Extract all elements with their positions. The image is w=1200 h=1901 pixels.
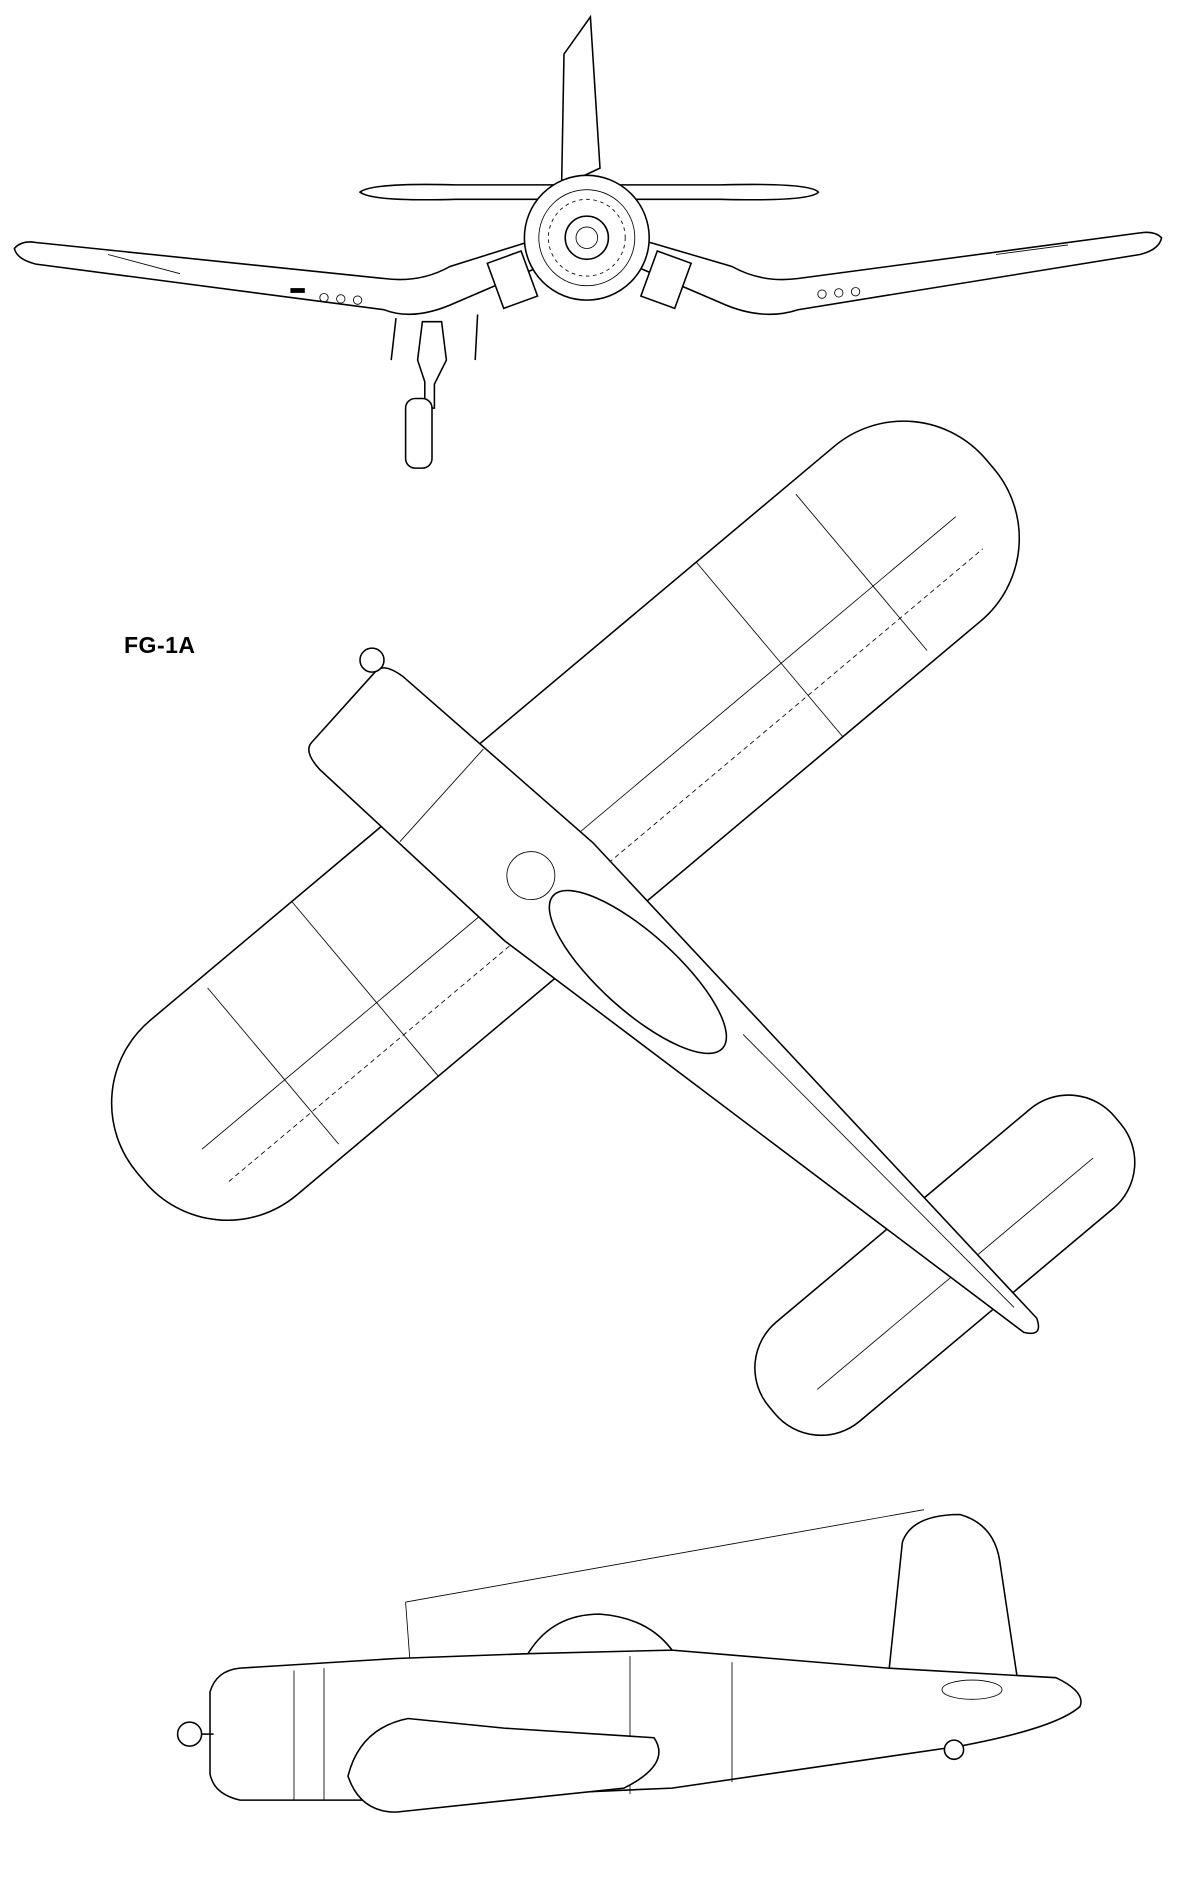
side-wing — [347, 1717, 660, 1813]
front-left-wing — [13, 239, 541, 316]
front-view — [13, 14, 1163, 469]
aircraft-designation-label: FG-1A — [124, 632, 196, 658]
side-propeller-hub — [176, 1721, 203, 1747]
front-fin — [560, 14, 601, 188]
side-canopy — [526, 1613, 674, 1655]
top-canopy — [548, 889, 728, 1055]
front-landing-gear — [416, 320, 448, 409]
side-view — [176, 1509, 1082, 1813]
top-propeller-hub — [359, 647, 385, 673]
side-fin — [887, 1513, 1019, 1681]
top-view — [110, 420, 1136, 1437]
front-right-wing — [635, 231, 1163, 316]
